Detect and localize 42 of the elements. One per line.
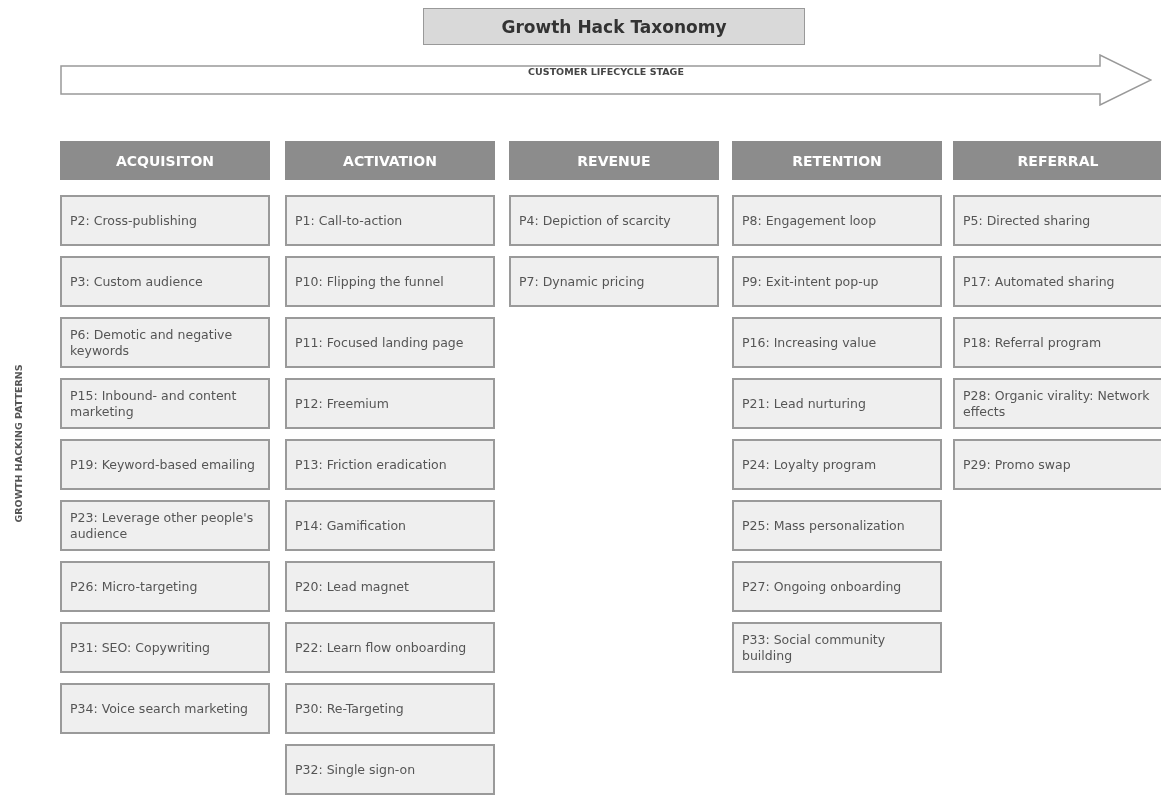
stage-header: RETENTION [732,141,942,180]
stage-header: REVENUE [509,141,719,180]
pattern-box: P14: Gamification [285,500,495,551]
pattern-box: P15: Inbound- and content marketing [60,378,270,429]
pattern-box: P5: Directed sharing [953,195,1161,246]
pattern-box: P27: Ongoing onboarding [732,561,942,612]
stage-header: ACTIVATION [285,141,495,180]
pattern-box: P1: Call-to-action [285,195,495,246]
pattern-box: P20: Lead magnet [285,561,495,612]
axis-label: GROWTH HACKING PATTERNS [12,363,24,524]
pattern-box: P34: Voice search marketing [60,683,270,734]
pattern-box: P32: Single sign-on [285,744,495,795]
pattern-box: P4: Depiction of scarcity [509,195,719,246]
pattern-box: P3: Custom audience [60,256,270,307]
pattern-box: P26: Micro-targeting [60,561,270,612]
pattern-box: P6: Demotic and negative keywords [60,317,270,368]
pattern-box: P12: Freemium [285,378,495,429]
pattern-box: P17: Automated sharing [953,256,1161,307]
pattern-box: P25: Mass personalization [732,500,942,551]
pattern-box: P9: Exit-intent pop-up [732,256,942,307]
pattern-box: P22: Learn flow onboarding [285,622,495,673]
pattern-box: P30: Re-Targeting [285,683,495,734]
pattern-box: P2: Cross-publishing [60,195,270,246]
stage-header: ACQUISITON [60,141,270,180]
pattern-box: P7: Dynamic pricing [509,256,719,307]
pattern-box: P31: SEO: Copywriting [60,622,270,673]
stage-label: CUSTOMER LIFECYCLE STAGE [527,66,685,77]
pattern-box: P10: Flipping the funnel [285,256,495,307]
pattern-box: P11: Focused landing page [285,317,495,368]
pattern-box: P16: Increasing value [732,317,942,368]
pattern-box: P33: Social community building [732,622,942,673]
pattern-box: P29: Promo swap [953,439,1161,490]
pattern-box: P18: Referral program [953,317,1161,368]
pattern-box: P24: Loyalty program [732,439,942,490]
pattern-box: P28: Organic virality: Network effects [953,378,1161,429]
pattern-box: P21: Lead nurturing [732,378,942,429]
pattern-box: P23: Leverage other people's audience [60,500,270,551]
title-box: Growth Hack Taxonomy [423,8,805,45]
pattern-box: P8: Engagement loop [732,195,942,246]
stage-header: REFERRAL [953,141,1161,180]
pattern-box: P19: Keyword-based emailing [60,439,270,490]
pattern-box: P13: Friction eradication [285,439,495,490]
